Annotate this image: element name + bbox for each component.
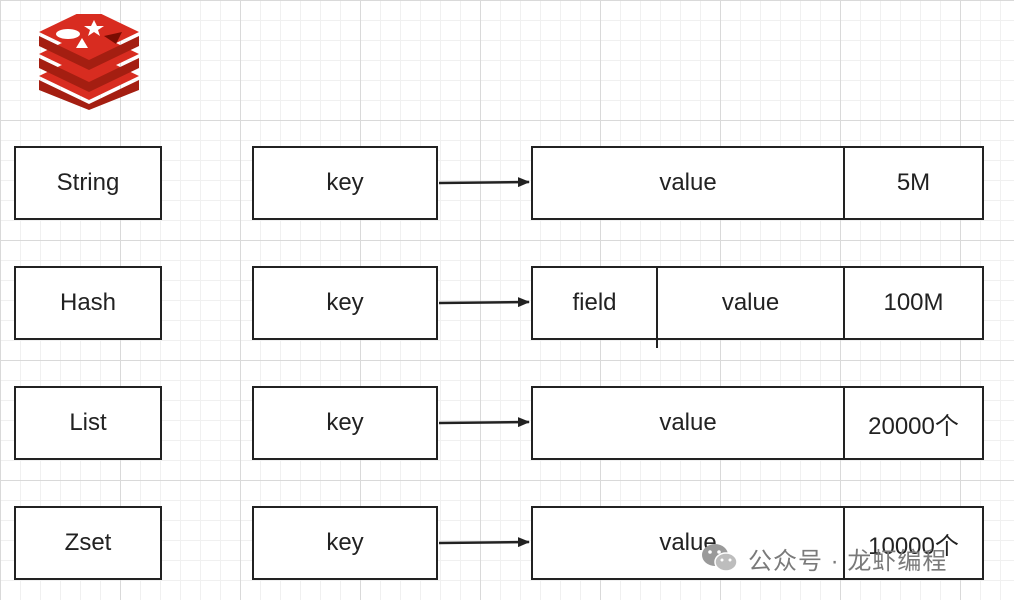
type-box-list: List <box>14 386 162 460</box>
type-label: Zset <box>64 529 112 556</box>
cell-divider <box>843 266 845 340</box>
wechat-icon <box>702 544 738 572</box>
watermark: 公众号 · 龙虾编程 <box>700 540 947 576</box>
type-box-zset: Zset <box>14 506 162 580</box>
type-box-hash: Hash <box>14 266 162 340</box>
arrow-string <box>438 177 530 188</box>
value-container-string: value 5M <box>531 146 984 220</box>
limit-label: 20000个 <box>868 412 959 440</box>
watermark-text: 公众号 · 龙虾编程 <box>748 547 948 575</box>
limit-cell: 10000个 <box>845 508 982 578</box>
type-label: Hash <box>59 289 117 316</box>
limit-cell: 20000个 <box>845 388 982 458</box>
limit-cell: 5M <box>845 148 982 218</box>
key-label: key <box>326 409 364 436</box>
limit-label: 100M <box>883 289 944 316</box>
value-label: value <box>659 409 717 436</box>
value-container-hash: field value 100M <box>531 266 984 348</box>
value-label: value <box>721 289 780 316</box>
redis-logo <box>39 14 139 110</box>
arrow-zset <box>438 537 530 548</box>
cell-divider <box>843 386 845 460</box>
key-box-string: key <box>252 146 438 220</box>
value-container-list: value 20000个 <box>531 386 984 460</box>
type-label: String <box>56 169 120 196</box>
value-label: value <box>659 169 717 196</box>
limit-cell: 100M <box>845 268 982 338</box>
cell-divider <box>843 146 845 220</box>
value-cell: value <box>658 268 843 338</box>
key-label: key <box>326 529 364 556</box>
limit-label: 10000个 <box>868 532 959 560</box>
field-label: field <box>572 289 617 316</box>
limit-label: 5M <box>896 169 931 196</box>
key-label: key <box>326 289 364 316</box>
type-label: List <box>69 409 107 436</box>
key-box-hash: key <box>252 266 438 340</box>
key-box-list: key <box>252 386 438 460</box>
value-cell: value <box>533 148 843 218</box>
field-cell: field <box>533 268 656 338</box>
key-box-zset: key <box>252 506 438 580</box>
value-cell: value <box>533 388 843 458</box>
arrow-list <box>438 417 530 428</box>
field-divider <box>656 266 658 348</box>
type-box-string: String <box>14 146 162 220</box>
key-label: key <box>326 169 364 196</box>
arrow-hash <box>438 297 530 308</box>
value-container-zset: value 10000个 <box>531 506 984 580</box>
cell-divider <box>843 506 845 580</box>
